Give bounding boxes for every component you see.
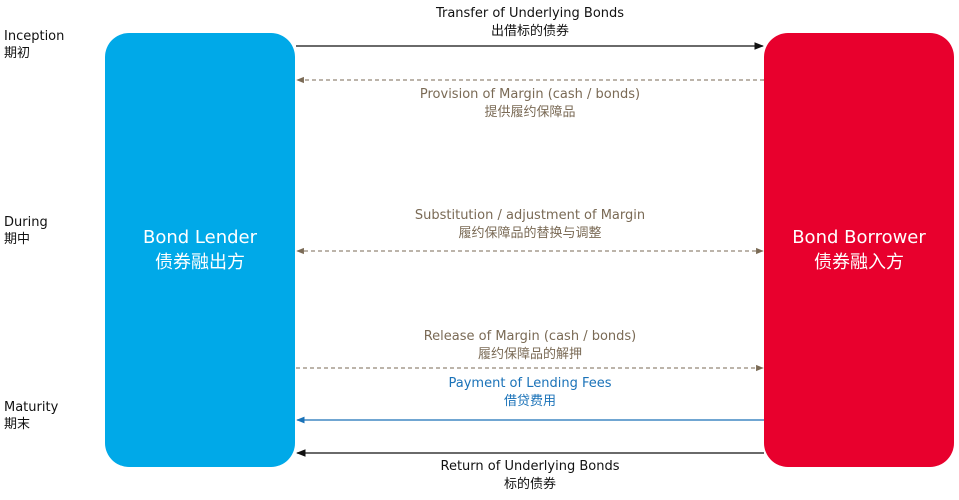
bond-borrower-en: Bond Borrower (792, 227, 926, 248)
phase-during-zh: 期中 (4, 232, 31, 247)
label-substitution-margin-zh: 履约保障品的替换与调整 (458, 226, 602, 241)
label-transfer-bonds: Transfer of Underlying Bonds 出借标的债券 (296, 5, 764, 41)
phase-during-en: During (4, 215, 48, 230)
phase-inception-en: Inception (4, 29, 65, 44)
phase-maturity-en: Maturity (4, 400, 59, 415)
phase-inception: Inception 期初 (4, 28, 64, 62)
label-substitution-margin-en: Substitution / adjustment of Margin (414, 208, 646, 223)
label-substitution-margin: Substitution / adjustment of Margin 履约保障… (296, 207, 764, 243)
phase-maturity: Maturity 期末 (4, 399, 58, 433)
label-provision-margin-zh: 提供履约保障品 (484, 105, 576, 120)
bond-lender-box: Bond Lender 债券融出方 (105, 33, 295, 467)
label-transfer-bonds-zh: 出借标的债券 (490, 24, 569, 39)
bond-lender-en: Bond Lender (142, 227, 257, 248)
label-release-margin-zh: 履约保障品的解押 (477, 347, 582, 362)
label-return-bonds-en: Return of Underlying Bonds (440, 459, 620, 474)
bond-lender-zh: 债券融出方 (155, 252, 245, 273)
phase-during: During 期中 (4, 214, 48, 248)
label-release-margin-en: Release of Margin (cash / bonds) (423, 329, 637, 344)
label-return-bonds: Return of Underlying Bonds 标的债券 (296, 458, 764, 494)
bond-borrower-zh: 债券融入方 (814, 252, 904, 273)
phase-maturity-zh: 期末 (4, 417, 31, 432)
label-provision-margin: Provision of Margin (cash / bonds) 提供履约保… (296, 86, 764, 122)
label-release-margin: Release of Margin (cash / bonds) 履约保障品的解… (296, 328, 764, 364)
bond-borrower-box: Bond Borrower 债券融入方 (764, 33, 954, 467)
label-provision-margin-en: Provision of Margin (cash / bonds) (419, 87, 641, 102)
label-lending-fees-en: Payment of Lending Fees (448, 376, 612, 391)
phase-inception-zh: 期初 (4, 46, 31, 61)
label-lending-fees-zh: 借贷费用 (503, 394, 556, 409)
label-transfer-bonds-en: Transfer of Underlying Bonds (435, 6, 625, 21)
label-lending-fees: Payment of Lending Fees 借贷费用 (296, 375, 764, 411)
label-return-bonds-zh: 标的债券 (503, 477, 556, 492)
